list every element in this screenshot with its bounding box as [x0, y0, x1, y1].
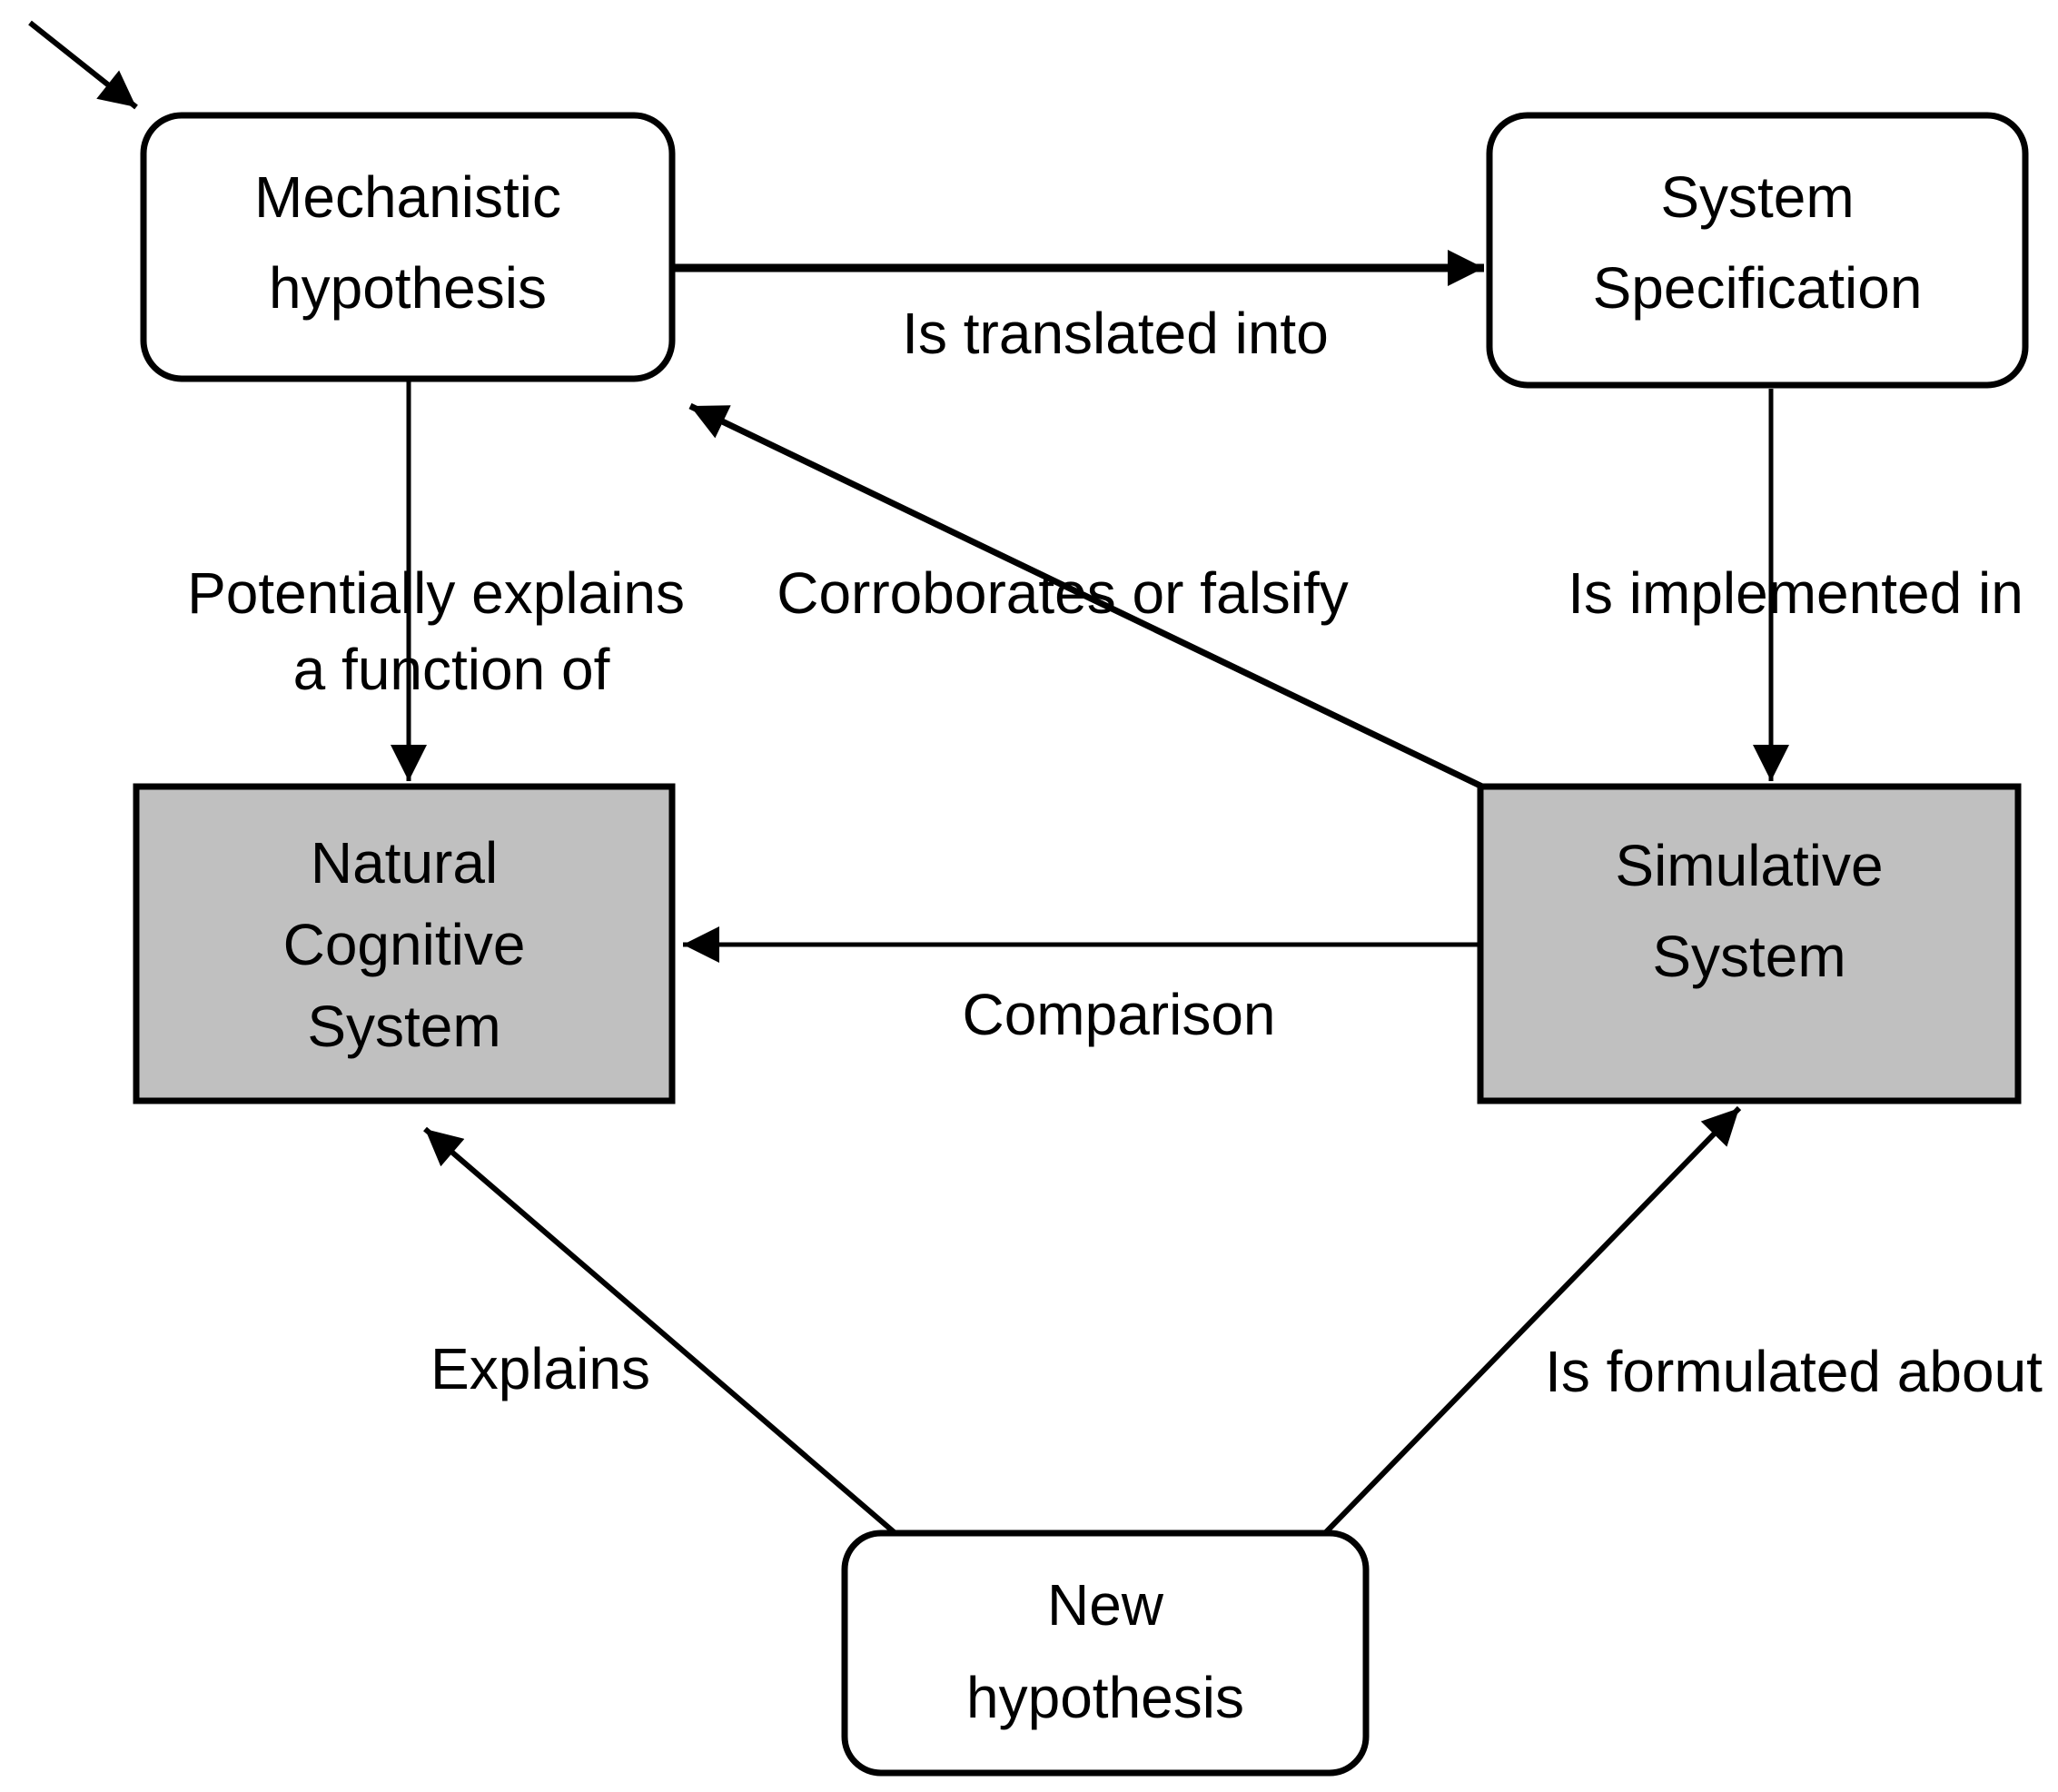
node-mechanistic-hypothesis-box	[140, 112, 676, 382]
node-system-specification-box	[1486, 112, 2029, 389]
node-simulative-system-label-line1: Simulative	[1615, 833, 1883, 898]
node-simulative-system-box	[1477, 783, 2022, 1104]
nodes: Mechanistic hypothesis System Specificat…	[133, 112, 2029, 1777]
edge-label-comparison: Comparison	[962, 982, 1275, 1047]
edge-is-formulated-about	[1319, 1105, 1742, 1540]
node-mechanistic-hypothesis-label-line1: Mechanistic	[254, 164, 561, 230]
edge-label-is-implemented-in: Is implemented in	[1568, 560, 2023, 626]
node-new-hypothesis-box	[841, 1530, 1370, 1777]
edge-labels: Is translated into Potentially explains …	[187, 301, 2043, 1404]
edge-label-is-translated-into: Is translated into	[902, 301, 1329, 366]
edge-label-potentially-explains-line2: a function of	[293, 637, 610, 702]
node-natural-cognitive-system-box	[133, 783, 676, 1104]
edge-corroborates-or-falsify	[688, 402, 1484, 790]
node-system-specification-label-line1: System	[1660, 164, 1854, 230]
node-simulative-system-label-line2: System	[1652, 924, 1845, 989]
edge-label-is-formulated-about: Is formulated about	[1545, 1339, 2043, 1404]
edge-label-corroborates-or-falsify: Corroborates or falsify	[777, 560, 1349, 626]
node-mechanistic-hypothesis-label-line2: hypothesis	[269, 255, 547, 321]
node-natural-cognitive-system-label-line1: Natural	[311, 830, 498, 896]
node-new-hypothesis-label-line2: hypothesis	[966, 1665, 1244, 1730]
edge-entry-arrow	[28, 20, 138, 110]
edge-label-explains: Explains	[430, 1336, 650, 1401]
node-new-hypothesis-label-line1: New	[1047, 1572, 1164, 1638]
edge-label-potentially-explains-line1: Potentially explains	[187, 560, 685, 626]
edges	[28, 20, 1789, 1540]
node-natural-cognitive-system-label-line3: System	[307, 994, 500, 1059]
node-system-specification-label-line2: Specification	[1593, 255, 1923, 321]
node-natural-cognitive-system-label-line2: Cognitive	[283, 912, 526, 977]
edge-explains	[423, 1126, 899, 1538]
